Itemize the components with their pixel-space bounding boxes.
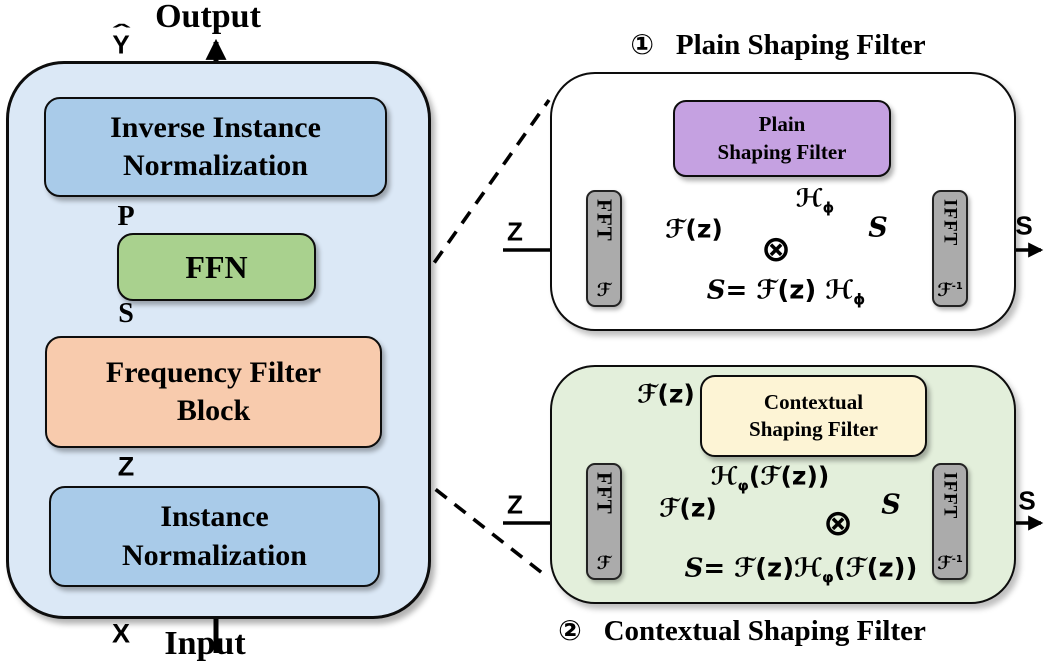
inverse-fourier-symbol: ℱ-1 — [937, 280, 963, 301]
freq-filter-line1: Frequency Filter — [105, 355, 322, 389]
plain-box-line1: Plain — [758, 112, 806, 137]
fft-label: FFT — [592, 472, 617, 515]
plain-panel-title-text: Plain Shaping Filter — [675, 29, 926, 61]
circled-one-icon: ① — [630, 28, 655, 61]
plain-filter-equation: S= ℱ(z) ℋϕ — [706, 275, 866, 309]
z-input-label-plain: Z — [507, 216, 523, 247]
fft-box-plain: FFT ℱ — [586, 190, 622, 307]
contextual-filter-equation: S= ℱ(z)ℋφ(ℱ(z)) — [684, 553, 918, 587]
plain-box-line2: Shaping Filter — [717, 139, 847, 164]
frequency-filter-block: Frequency Filter Block — [45, 336, 382, 448]
instance-norm-line2: Normalization — [122, 538, 307, 572]
hat-accent: ˆ — [112, 20, 130, 46]
output-label: Output — [155, 0, 261, 35]
circled-two-icon: ② — [558, 614, 582, 647]
fourier-symbol: ℱ — [596, 553, 612, 574]
plain-panel-title: ① Plain Shaping Filter — [630, 28, 925, 62]
plain-shaping-filter-box: Plain Shaping Filter — [673, 100, 891, 177]
variable-p: P — [117, 201, 135, 232]
output-variable: ˆ Y — [112, 20, 130, 60]
multiply-icon-plain: ⊗ — [760, 229, 792, 270]
fft-box-contextual: FFT ℱ — [586, 463, 622, 580]
inverse-norm-line2: Normalization — [123, 149, 308, 182]
fourier-symbol: ℱ — [596, 280, 612, 301]
contextual-box-line2: Shaping Filter — [749, 417, 878, 441]
s-output-label-contextual: S — [1018, 485, 1036, 516]
inverse-norm-line1: Inverse Instance — [110, 110, 321, 144]
ffn-label: FFN — [185, 248, 248, 285]
contextual-panel-title-text: Contextual Shaping Filter — [603, 615, 926, 647]
fz-label-plain: ℱ(z) — [665, 214, 723, 244]
fz-label-contextual: ℱ(z) — [659, 493, 717, 523]
variable-s: S — [118, 298, 134, 329]
instance-norm-line1: Instance — [160, 500, 269, 534]
contextual-panel-title: ② Contextual Shaping Filter — [558, 614, 926, 648]
inverse-fourier-symbol: ℱ-1 — [937, 553, 963, 574]
freq-filter-line2: Block — [176, 394, 251, 427]
ifft-label: IFFT — [939, 472, 961, 520]
contextual-shaping-filter-box: Contextual Shaping Filter — [700, 375, 927, 457]
variable-x: X — [111, 618, 131, 649]
fz-branch-label: ℱ(z) — [637, 379, 695, 409]
instance-normalization-block: Instance Normalization — [49, 486, 380, 587]
s-output-label-plain: S — [1015, 210, 1033, 241]
h-varphi-fz-label: ℋφ(ℱ(z)) — [710, 461, 830, 495]
s-spectrum-label-contextual: S — [881, 489, 901, 521]
ifft-label: IFFT — [939, 199, 961, 247]
ifft-box-plain: IFFT ℱ-1 — [932, 190, 968, 307]
inverse-instance-normalization-block: Inverse Instance Normalization — [44, 97, 387, 197]
s-spectrum-label-plain: S — [868, 212, 888, 244]
contextual-box-line1: Contextual — [763, 389, 864, 414]
fft-label: FFT — [592, 199, 617, 242]
ffn-block: FFN — [117, 233, 316, 301]
multiply-icon-contextual: ⊗ — [822, 503, 854, 544]
variable-z: Z — [117, 451, 135, 482]
z-input-label-contextual: Z — [507, 489, 523, 520]
input-label: Input — [164, 625, 246, 662]
h-phi-label: ℋϕ — [795, 183, 835, 217]
ifft-box-contextual: IFFT ℱ-1 — [932, 463, 968, 580]
output-variable-letter: Y — [112, 29, 130, 60]
